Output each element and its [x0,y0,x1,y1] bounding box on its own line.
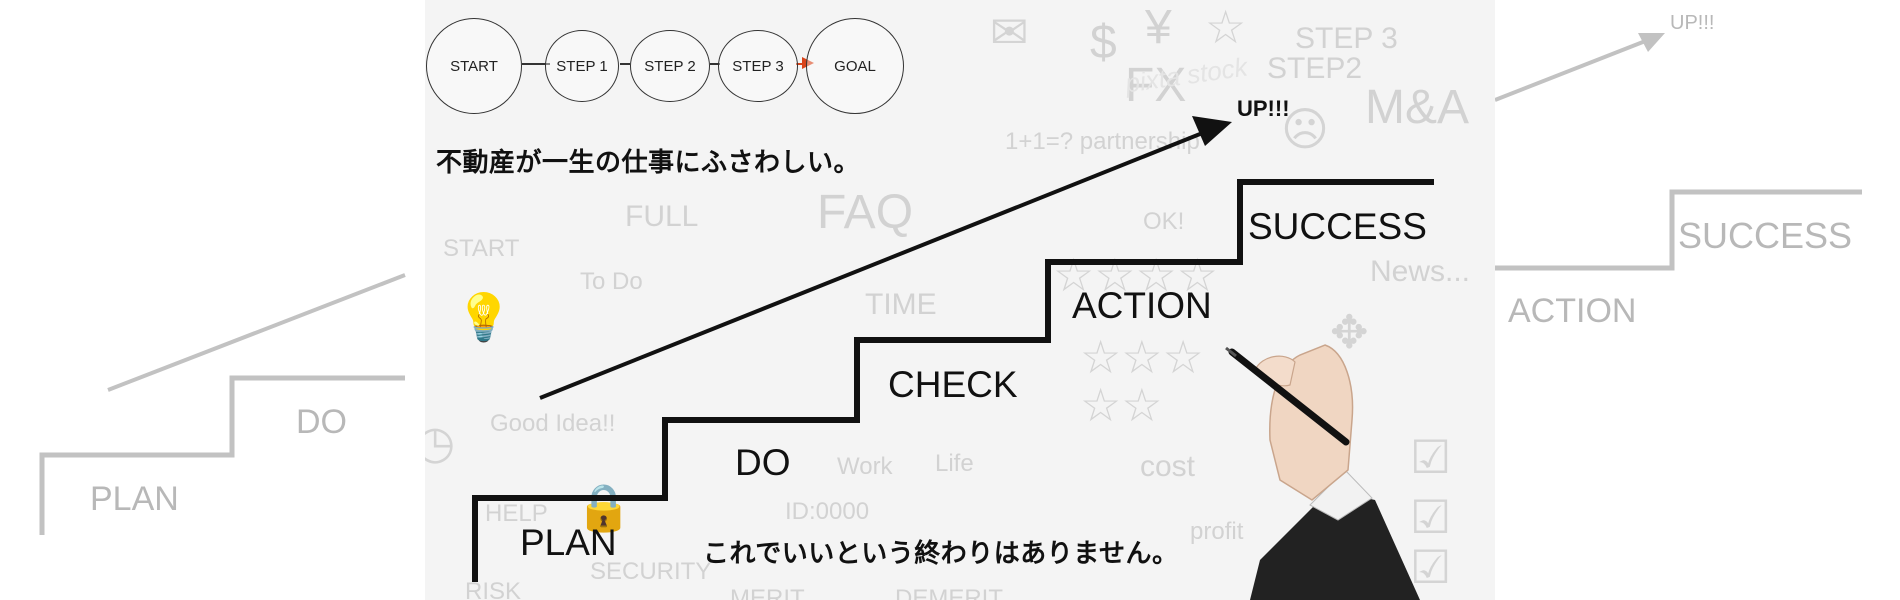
star-row-icon: ☆☆☆☆ [1053,249,1218,301]
stair-label-action: ACTION [1072,285,1212,326]
flow-node-goal: GOAL [806,18,904,114]
doodle-security: SECURITY [590,558,712,585]
staircase-line [472,179,1434,582]
doodle-profit: profit [1190,518,1244,545]
right-faded-arrow-head [1638,33,1665,52]
star-grid-icon-2: ☆☆ [1080,379,1163,431]
doodle-work: Work [837,453,893,480]
checkbox-icon-2: ☑ [1410,491,1452,543]
flow-node-start: START [426,18,522,114]
puzzle-icon: ✥ [1330,306,1369,358]
stair-label-success: SUCCESS [1248,206,1427,247]
pen-icon [1225,346,1350,446]
doodle-start: START [443,235,520,262]
doodle-cost: cost [1140,450,1196,483]
doodle-step2: STEP2 [1267,52,1363,85]
doodle-good-idea: Good Idea!! [490,410,616,437]
doodle-risk: RISK [465,578,522,600]
padlock-icon: 🔒 [575,481,633,533]
top-heading: 不動産が一生の仕事にふさわしい。 [436,147,861,177]
doodle-partnership: 1+1=? partnership [1005,128,1200,155]
left-plan-label: PLAN [90,480,179,518]
right-faded-arrow-line [1494,38,1649,102]
envelope-icon: ✉ [990,6,1029,58]
doodle-id: ID:0000 [785,498,870,525]
stair-label-check: CHECK [888,364,1018,405]
left-faded-stair-line [39,375,405,535]
lightbulb-icon: 💡 [455,291,513,343]
doodle-ma: M&A [1365,81,1470,134]
flow-node-step2: STEP 2 [630,30,710,102]
right-action-label: ACTION [1508,292,1637,330]
sad-face-icon: ☹ [1281,103,1329,155]
clock-icon: ◷ [425,416,456,468]
doodle-step3: STEP 3 [1295,22,1398,55]
stair-label-do: DO [735,442,791,483]
doodle-help: HELP [485,500,548,527]
bottom-heading: これでいいという終わりはありません。 [703,538,1179,568]
flow-node-step1: STEP 1 [545,30,619,102]
flow-node-step3: STEP 3 [718,30,798,102]
doodle-fx: FX [1125,59,1187,112]
doodle-full: FULL [625,200,699,233]
doodle-merit: MERIT [730,585,805,600]
left-do-label: DO [296,403,347,441]
checkbox-icon: ☑ [1410,431,1452,483]
arrow-up-label: UP!!! [1237,96,1290,121]
growth-arrow-line [539,132,1201,400]
doodle-news: News... [1370,255,1471,288]
star-grid-icon: ☆☆☆ [1080,331,1204,383]
stair-label-plan: PLAN [520,522,617,563]
right-up-label: UP!!! [1670,12,1715,34]
right-success-label: SUCCESS [1678,215,1853,256]
left-faded-arrow-line [107,273,406,392]
doodle-demerit: DEMERIT [895,585,1003,600]
doodle-yen: ¥ [1145,1,1172,54]
doodle-dollar: $ [1090,16,1117,69]
doodle-todo: To Do [580,268,643,295]
doodle-faq: FAQ [817,186,914,239]
right-faded-stair-line [1495,189,1862,271]
flow-connector-4 [796,63,804,65]
growth-arrow-head [1192,116,1232,146]
flow-connector-1 [522,63,550,65]
doodle-life: Life [935,450,974,477]
star-icon: ☆ [1205,1,1247,53]
doodle-time: TIME [865,288,937,321]
checkbox-icon-3: ☑ [1410,541,1452,593]
doodle-ok: OK! [1143,208,1185,235]
flow-connector-3 [710,63,720,65]
flow-connector-2 [620,63,630,65]
